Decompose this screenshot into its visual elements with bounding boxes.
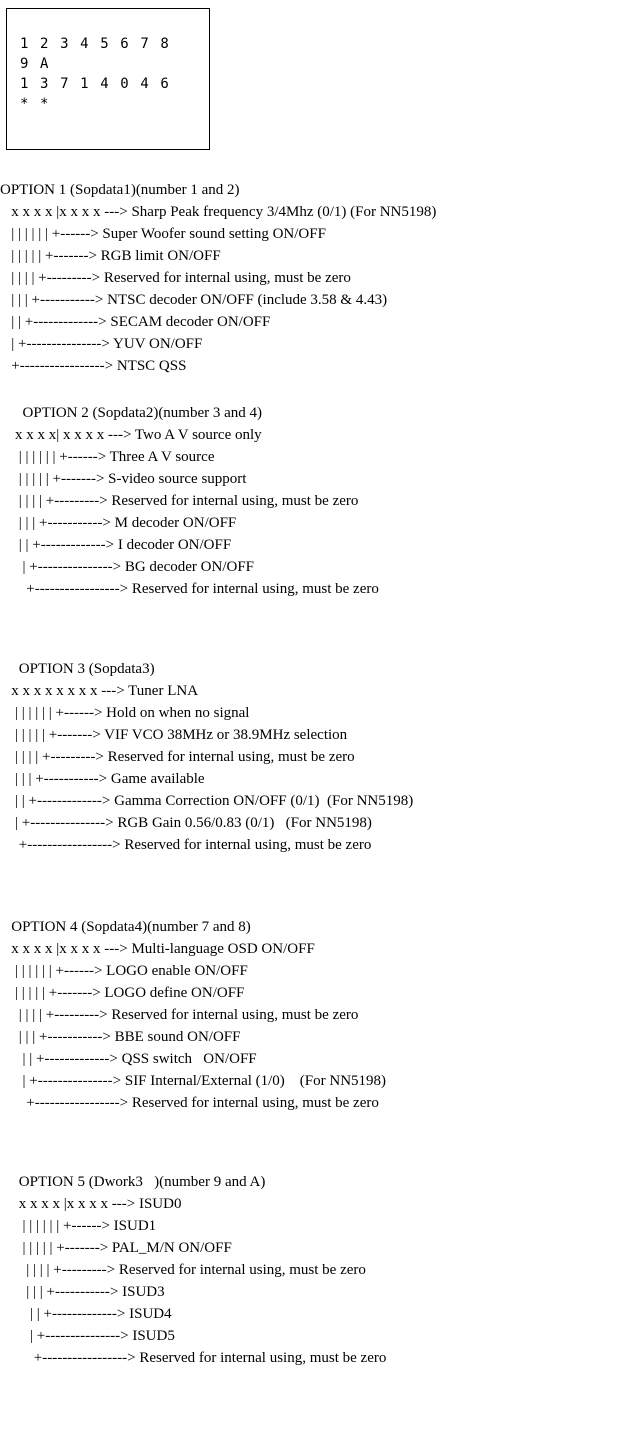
option-3-title: OPTION 3 (Sopdata3) — [0, 661, 155, 677]
option-2-bit-line: | | | | +---------> Reserved for interna… — [0, 493, 359, 509]
option-4-bit-line: +-----------------> Reserved for interna… — [0, 1095, 379, 1111]
option-3-bit-line: +-----------------> Reserved for interna… — [0, 837, 372, 853]
option-4-bit-line: | | +-------------> QSS switch ON/OFF — [0, 1051, 257, 1067]
option-1-title: OPTION 1 (Sopdata1)(number 1 and 2) — [0, 182, 240, 198]
option-5-bit-line: x x x x |x x x x ---> ISUD0 — [0, 1196, 182, 1212]
option-3-bit-line: x x x x x x x x ---> Tuner LNA — [0, 683, 199, 699]
option-4-bit-line: | | | | +---------> Reserved for interna… — [0, 1007, 359, 1023]
code-row: 1 2 3 4 5 6 7 8 — [20, 36, 171, 52]
option-2-bit-line: | | | | | +-------> S-video source suppo… — [0, 471, 247, 487]
code-row: 9 A — [20, 56, 51, 72]
option-4-bit-line: | | | | | +-------> LOGO define ON/OFF — [0, 985, 245, 1001]
option-4-bit-line: | +---------------> SIF Internal/Externa… — [0, 1073, 387, 1089]
option-2-bit-line: | | +-------------> I decoder ON/OFF — [0, 537, 232, 553]
option-5-bit-line: | | | | | +-------> PAL_M/N ON/OFF — [0, 1240, 232, 1256]
option-1-bit-line: | | | | | | +------> Super Woofer sound … — [0, 226, 326, 242]
option-4-title: OPTION 4 (Sopdata4)(number 7 and 8) — [0, 919, 251, 935]
option-2-title: OPTION 2 (Sopdata2)(number 3 and 4) — [0, 405, 263, 421]
option-1-bit-line: | | +-------------> SECAM decoder ON/OFF — [0, 314, 271, 330]
option-5-bit-line: | | | | +---------> Reserved for interna… — [0, 1262, 366, 1278]
code-row: * * — [20, 96, 51, 112]
option-2-bit-line: | +---------------> BG decoder ON/OFF — [0, 559, 255, 575]
option-1-bit-line: | +---------------> YUV ON/OFF — [0, 336, 203, 352]
option-1-bit-line: | | | | | +-------> RGB limit ON/OFF — [0, 248, 221, 264]
option-5-title: OPTION 5 (Dwork3 )(number 9 and A) — [0, 1174, 266, 1190]
option-3-bit-line: | +---------------> RGB Gain 0.56/0.83 (… — [0, 815, 372, 831]
option-4-bit-line: | | | | | | +------> LOGO enable ON/OFF — [0, 963, 248, 979]
option-1-bit-line: +-----------------> NTSC QSS — [0, 358, 187, 374]
option-1-bit-line: | | | | +---------> Reserved for interna… — [0, 270, 351, 286]
option-5-bit-line: | | +-------------> ISUD4 — [0, 1306, 172, 1322]
option-3-bit-line: | | | | | +-------> VIF VCO 38MHz or 38.… — [0, 727, 348, 743]
option-5-bit-line: +-----------------> Reserved for interna… — [0, 1350, 387, 1366]
option-1-bit-line: | | | +-----------> NTSC decoder ON/OFF … — [0, 292, 388, 308]
option-3-bit-line: | | | +-----------> Game available — [0, 771, 205, 787]
option-4-bit-line: x x x x |x x x x ---> Multi-language OSD… — [0, 941, 315, 957]
option-4-bit-line: | | | +-----------> BBE sound ON/OFF — [0, 1029, 241, 1045]
option-3-bit-line: | | | | +---------> Reserved for interna… — [0, 749, 355, 765]
option-1-bit-line: x x x x |x x x x ---> Sharp Peak frequen… — [0, 204, 437, 220]
option-3-bit-line: | | +-------------> Gamma Correction ON/… — [0, 793, 414, 809]
option-3-bit-line: | | | | | | +------> Hold on when no sig… — [0, 705, 250, 721]
code-box: 1 2 3 4 5 6 7 8 9 A 1 3 7 1 4 0 4 6 * * — [6, 8, 210, 150]
option-5-bit-line: | | | +-----------> ISUD3 — [0, 1284, 165, 1300]
code-row: 1 3 7 1 4 0 4 6 — [20, 76, 171, 92]
option-2-bit-line: +-----------------> Reserved for interna… — [0, 581, 379, 597]
option-2-bit-line: | | | +-----------> M decoder ON/OFF — [0, 515, 237, 531]
option-5-bit-line: | | | | | | +------> ISUD1 — [0, 1218, 157, 1234]
option-2-bit-line: | | | | | | +------> Three A V source — [0, 449, 215, 465]
option-5-bit-line: | +---------------> ISUD5 — [0, 1328, 175, 1344]
option-2-bit-line: x x x x| x x x x ---> Two A V source onl… — [0, 427, 262, 443]
